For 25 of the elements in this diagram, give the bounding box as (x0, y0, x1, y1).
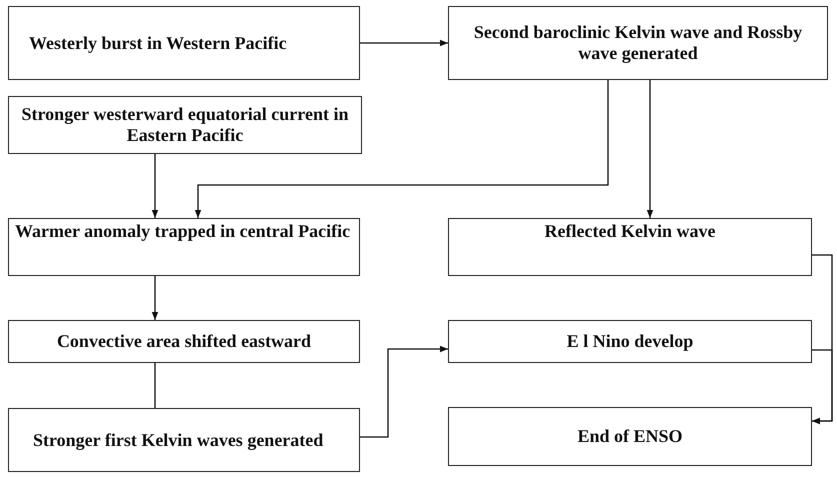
box-label: Second baroclinic Kelvin wave and Rossby wave generated (472, 22, 804, 64)
box-label: Warmer anomaly trapped in central Pacific (15, 221, 350, 242)
process-box (448, 407, 812, 466)
box-label: Westerly burst in Western Pacific (29, 32, 287, 54)
arrow (360, 40, 448, 46)
box-label: End of ENSO (577, 426, 683, 447)
process-box (448, 218, 812, 276)
box-label: Stronger westerward equatorial current in Eastern Pacific (20, 104, 350, 146)
process-box (8, 96, 362, 154)
process-box (8, 408, 360, 472)
process-box (8, 6, 360, 80)
process-box (8, 218, 360, 276)
arrow (360, 346, 448, 438)
box-label: Convective area shifted eastward (56, 331, 312, 352)
box-label: Stronger first Kelvin waves generated (33, 430, 324, 450)
process-box (448, 320, 812, 363)
process-box (448, 6, 828, 80)
arrow (646, 80, 654, 218)
arrow (152, 154, 158, 218)
box-label: E l Nino develop (566, 331, 694, 352)
arrow (152, 276, 158, 320)
arrow (812, 349, 833, 424)
process-box (8, 320, 360, 363)
box-label: Reflected Kelvin wave (544, 221, 716, 242)
arrow (194, 80, 609, 218)
